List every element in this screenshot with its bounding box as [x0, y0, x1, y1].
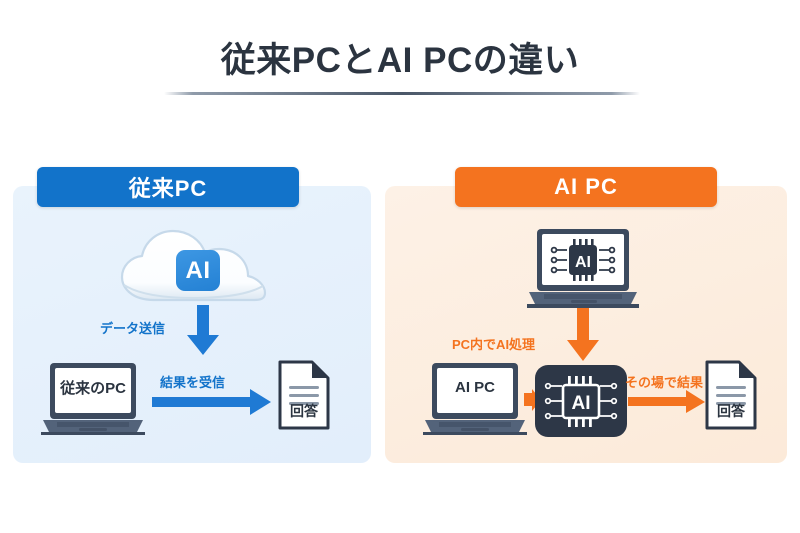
page-title: 従来PCとAI PCの違い	[220, 41, 580, 80]
svg-text:AI: AI	[572, 393, 591, 414]
cloud-ai-badge: AI	[176, 250, 220, 291]
flow-label-on-device-processing: PC内でAI処理	[452, 337, 536, 352]
panel-header-ai-pc: AI PC	[455, 167, 717, 207]
document-answer-legacy-label: 回答	[290, 403, 318, 419]
svg-text:AI: AI	[575, 254, 591, 271]
title-underline-divider	[164, 92, 640, 95]
arrow-down-orange-icon	[565, 308, 601, 368]
arrow-right-blue-icon	[152, 389, 272, 420]
laptop-ai-pc-icon: AI PC	[423, 363, 527, 435]
laptop-ai-pc-top-icon: AI	[527, 229, 639, 309]
flow-label-receive-result: 結果を受信	[160, 375, 226, 390]
document-answer-ai-label: 回答	[717, 403, 745, 419]
arrow-right-small-orange-icon	[524, 389, 542, 416]
arrow-down-blue-icon	[185, 305, 221, 362]
panel-header-legacy-pc: 従来PC	[37, 167, 299, 207]
npu-chip-box: AI	[535, 365, 627, 437]
laptop-legacy-pc-icon: 従来のPC	[41, 363, 145, 435]
document-answer-ai-icon: 回答	[705, 360, 757, 430]
arrow-right-orange-icon	[628, 390, 706, 419]
flow-label-data-upload: データ送信	[100, 321, 166, 336]
flow-label-instant-result: その場で結果	[625, 375, 704, 390]
document-answer-legacy-icon: 回答	[278, 360, 330, 430]
